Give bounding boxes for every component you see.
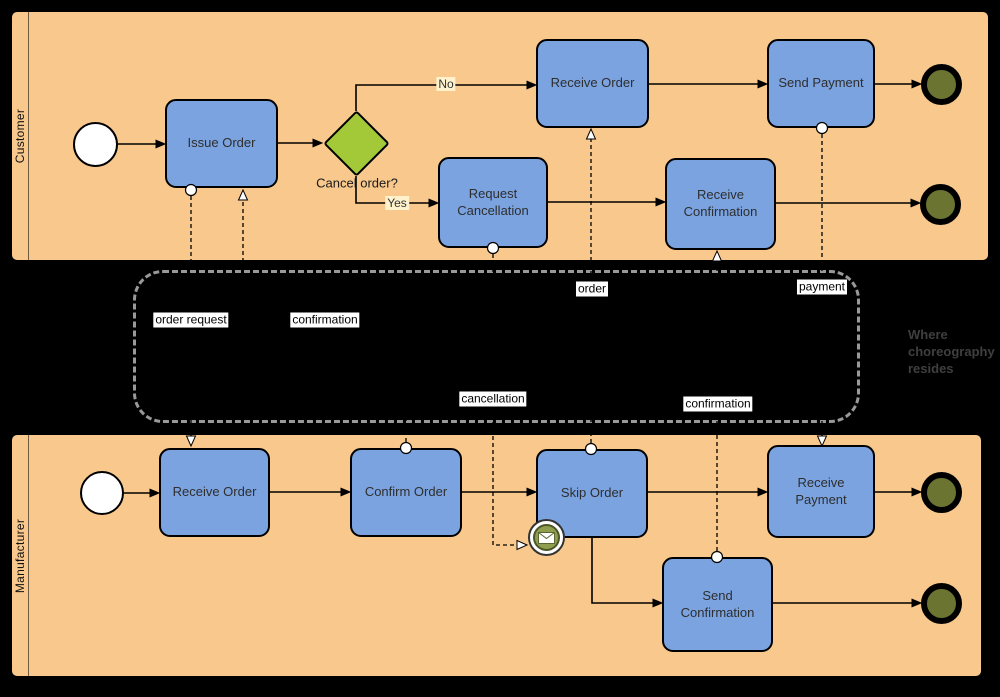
envelope-icon: [533, 524, 560, 551]
pool-customer-label: Customer: [13, 108, 27, 164]
end-event-manufacturer-2[interactable]: [920, 582, 962, 624]
message-label-cancellation: cancellation: [459, 391, 527, 407]
pool-customer-title-band: Customer: [12, 12, 29, 260]
annotation-line: resides: [908, 361, 954, 377]
branch-label-yes: Yes: [385, 196, 409, 210]
annotation-line: choreography: [908, 344, 995, 360]
message-boundary-event[interactable]: [528, 519, 565, 556]
message-label-payment: payment: [796, 279, 848, 295]
task-send-confirmation[interactable]: Send Confirmation: [662, 557, 773, 652]
start-event-customer[interactable]: [72, 121, 118, 167]
task-receive-order-manufacturer[interactable]: Receive Order: [159, 448, 270, 537]
task-issue-order[interactable]: Issue Order: [165, 99, 278, 188]
end-event-customer-1[interactable]: [920, 64, 962, 105]
start-event-manufacturer[interactable]: [80, 471, 124, 515]
end-event-manufacturer-1[interactable]: [920, 472, 962, 513]
message-label-confirmation-cancel: confirmation: [683, 396, 753, 412]
end-event-customer-2[interactable]: [919, 183, 961, 225]
task-confirm-order[interactable]: Confirm Order: [350, 448, 462, 537]
gateway-question-label: Cancel order?: [316, 175, 398, 191]
task-receive-payment[interactable]: Receive Payment: [767, 445, 875, 538]
message-label-confirmation-customer: confirmation: [290, 312, 360, 328]
annotation-line: Where: [908, 327, 948, 342]
task-receive-confirmation[interactable]: Receive Confirmation: [665, 158, 776, 250]
message-label-order: order: [575, 281, 609, 297]
branch-label-no: No: [436, 77, 456, 91]
message-label-order-request: order request: [153, 312, 229, 328]
pool-manufacturer-title-band: Manufacturer: [12, 435, 29, 676]
pool-manufacturer-label: Manufacturer: [13, 518, 27, 593]
task-request-cancellation[interactable]: Request Cancellation: [438, 157, 548, 248]
task-receive-order-customer[interactable]: Receive Order: [536, 39, 649, 128]
annotation-where-choreography: Where choreography resides: [908, 326, 998, 377]
task-send-payment[interactable]: Send Payment: [767, 39, 875, 128]
